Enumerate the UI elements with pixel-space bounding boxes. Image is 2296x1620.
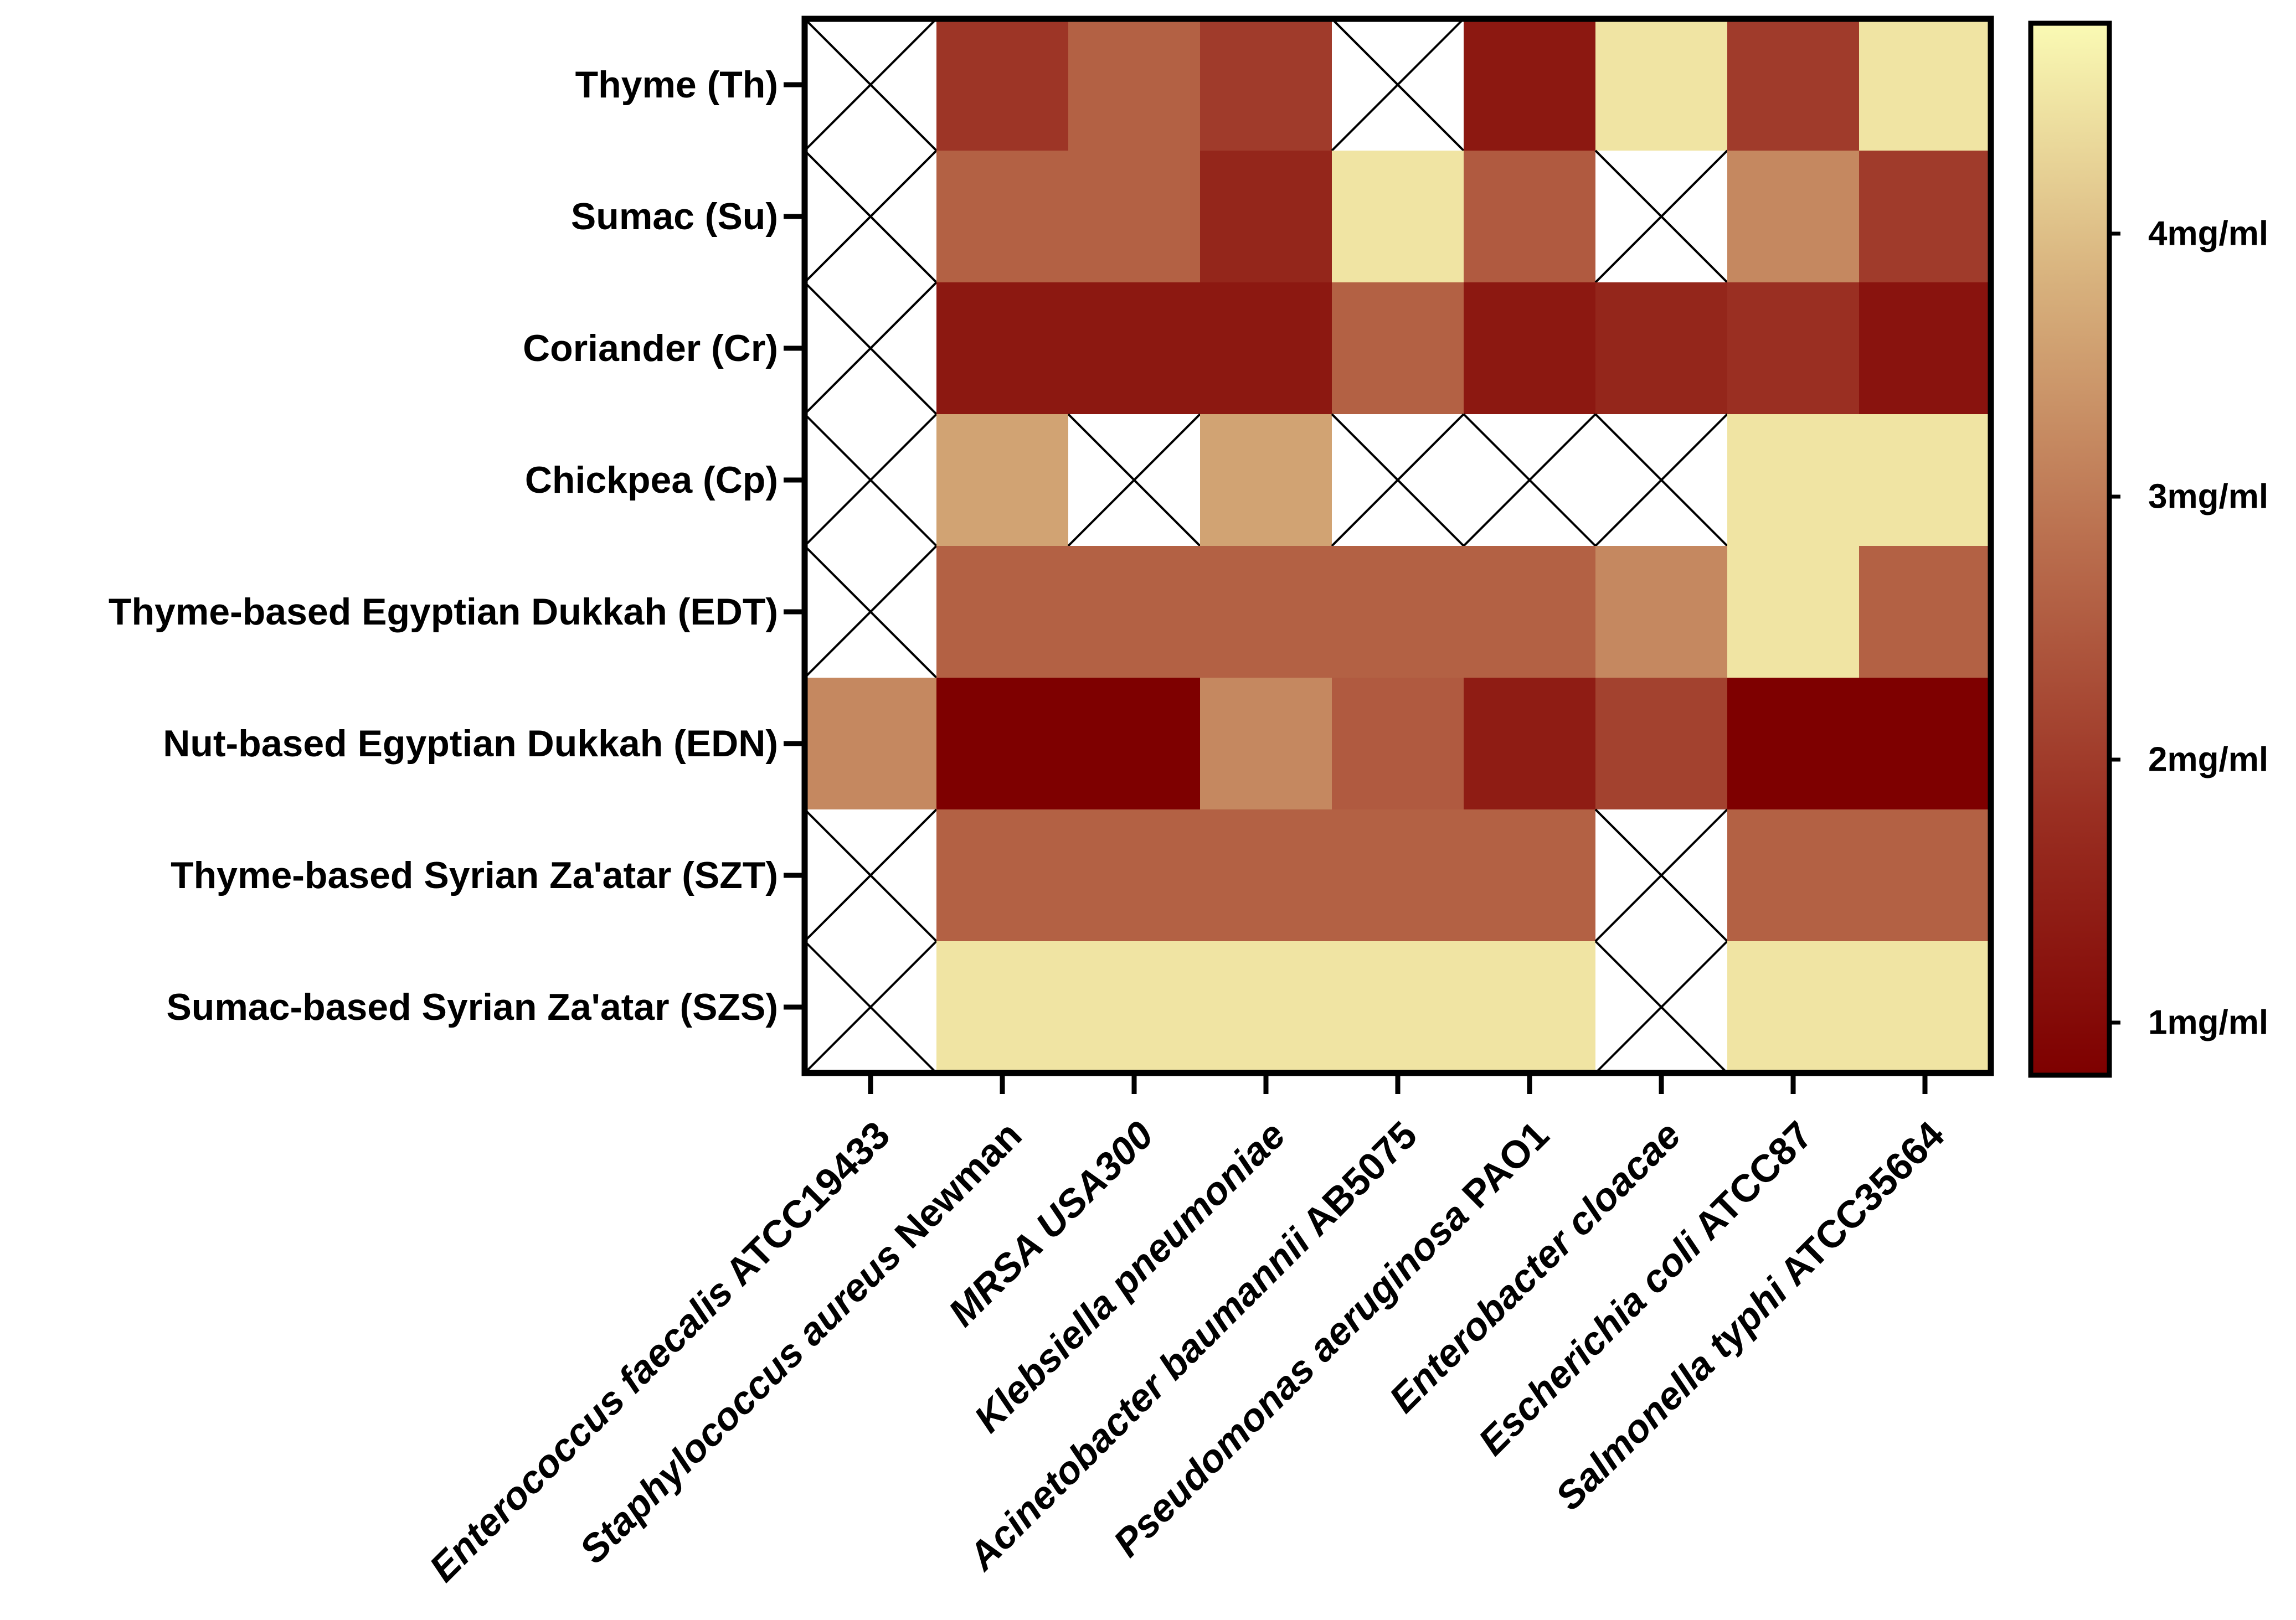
missing-cross-line	[1594, 149, 1728, 283]
heatmap-cell	[1200, 282, 1332, 415]
row-label: Thyme-based Egyptian Dukkah (EDT)	[109, 591, 778, 633]
heatmap-cell	[1068, 19, 1201, 151]
column-label-strain: AB5075	[1288, 1113, 1425, 1251]
heatmap-cell	[1727, 546, 1860, 678]
heatmap-cell	[1859, 941, 1991, 1074]
heatmap-cell	[936, 809, 1069, 942]
heatmap-cell	[1727, 19, 1860, 151]
heatmap-cell	[1068, 809, 1201, 942]
heatmap-cell	[1332, 809, 1464, 942]
heatmap-cell	[1332, 546, 1464, 678]
row-label: Nut-based Egyptian Dukkah (EDN)	[163, 723, 778, 765]
heatmap-cell	[1464, 678, 1596, 810]
heatmap-cell	[1068, 151, 1201, 283]
heatmap-cell	[1464, 809, 1596, 942]
heatmap-cell	[1859, 151, 1991, 283]
missing-cross-line	[804, 940, 938, 1074]
missing-cross-line	[1594, 413, 1728, 547]
heatmap-cell	[1595, 546, 1728, 678]
heatmap-cell	[1200, 678, 1332, 810]
colorbar-gradient	[2028, 20, 2112, 1078]
heatmap-cell	[1464, 282, 1596, 415]
heatmap-cell	[936, 546, 1069, 678]
heatmap-cell	[936, 282, 1069, 415]
heatmap-cell	[1068, 678, 1201, 810]
missing-cross-line	[1594, 808, 1728, 942]
row-label: Coriander (Cr)	[523, 327, 778, 369]
missing-cross-line	[804, 149, 938, 283]
row-label: Sumac-based Syrian Za'atar (SZS)	[166, 986, 778, 1028]
row-label: Chickpea (Cp)	[525, 459, 778, 501]
heatmap-cell	[1068, 282, 1201, 415]
heatmap-cell	[1727, 414, 1860, 546]
heatmap-cell	[1464, 941, 1596, 1074]
missing-cross-line	[804, 413, 938, 547]
heatmap-cell	[936, 19, 1069, 151]
heatmap-cell	[1332, 678, 1464, 810]
heatmap-cell	[805, 678, 937, 810]
heatmap-cell	[1859, 414, 1991, 546]
column-label-organism: Escherichia coli	[1470, 1224, 1710, 1463]
column-labels: Enterococcus faecalis ATCC19433Staphyloc…	[421, 1073, 1953, 1590]
heatmap-cell	[1200, 19, 1332, 151]
heatmap-cell	[1859, 809, 1991, 942]
row-label: Thyme (Th)	[575, 64, 778, 106]
missing-cross-line	[1331, 413, 1465, 547]
heatmap-cell	[1727, 809, 1860, 942]
heatmap-cell	[1859, 282, 1991, 415]
heatmap-cell	[1727, 941, 1860, 1074]
heatmap-cell	[936, 151, 1069, 283]
missing-cross-line	[804, 18, 938, 152]
heatmap-cell	[1595, 19, 1728, 151]
colorbar-tick-label: 1mg/ml	[2148, 1004, 2268, 1042]
heatmap-cell	[1859, 678, 1991, 810]
colorbar-tick-label: 3mg/ml	[2148, 478, 2268, 516]
column-label: Enterococcus faecalis ATCC19433	[421, 1113, 898, 1590]
heatmap-cell	[1200, 809, 1332, 942]
heatmap-cell	[1200, 414, 1332, 546]
heatmap-cell	[936, 678, 1069, 810]
missing-cross-line	[804, 808, 938, 942]
heatmap-cell	[1068, 546, 1201, 678]
heatmap-cell	[1727, 151, 1860, 283]
heatmap-cell	[1464, 19, 1596, 151]
column-label-strain: ATCC87	[1679, 1113, 1821, 1255]
heatmap-cell	[1727, 282, 1860, 415]
heatmap-cell	[1859, 19, 1991, 151]
missing-cross-line	[1331, 18, 1465, 152]
colorbar-tick-label: 4mg/ml	[2148, 215, 2268, 253]
missing-cross-line	[804, 545, 938, 679]
heatmap-cell	[1332, 282, 1464, 415]
heatmap-cell	[1200, 941, 1332, 1074]
heatmap-cell	[1464, 151, 1596, 283]
row-label: Thyme-based Syrian Za'atar (SZT)	[171, 854, 778, 896]
heatmap-cells	[804, 18, 1991, 1074]
heatmap-cell	[1464, 546, 1596, 678]
heatmap-cell	[1727, 678, 1860, 810]
heatmap-cell	[1595, 282, 1728, 415]
heatmap-cell	[936, 941, 1069, 1074]
missing-cross-line	[804, 281, 938, 415]
column-label-organism: Salmonella typhi	[1547, 1270, 1796, 1519]
colorbar: 1mg/ml 2mg/ml 3mg/ml 4mg/ml	[2028, 20, 2268, 1078]
column-label-strain: PAO1	[1446, 1113, 1557, 1224]
missing-cross-line	[1594, 940, 1728, 1074]
heatmap-cell	[1200, 151, 1332, 283]
colorbar-tick-label: 2mg/ml	[2148, 741, 2268, 779]
heatmap-cell	[1332, 151, 1464, 283]
row-labels: Thyme (Th) Sumac (Su) Coriander (Cr) Chickp…	[109, 64, 805, 1028]
missing-cross-line	[1067, 413, 1201, 547]
heatmap-cell	[1068, 941, 1201, 1074]
row-label: Sumac (Su)	[571, 195, 778, 238]
missing-cross-line	[1463, 413, 1597, 547]
heatmap-cell	[1859, 546, 1991, 678]
heatmap-cell	[1595, 678, 1728, 810]
heatmap-cell	[1200, 546, 1332, 678]
heatmap-cell	[1332, 941, 1464, 1074]
heatmap-cell	[936, 414, 1069, 546]
